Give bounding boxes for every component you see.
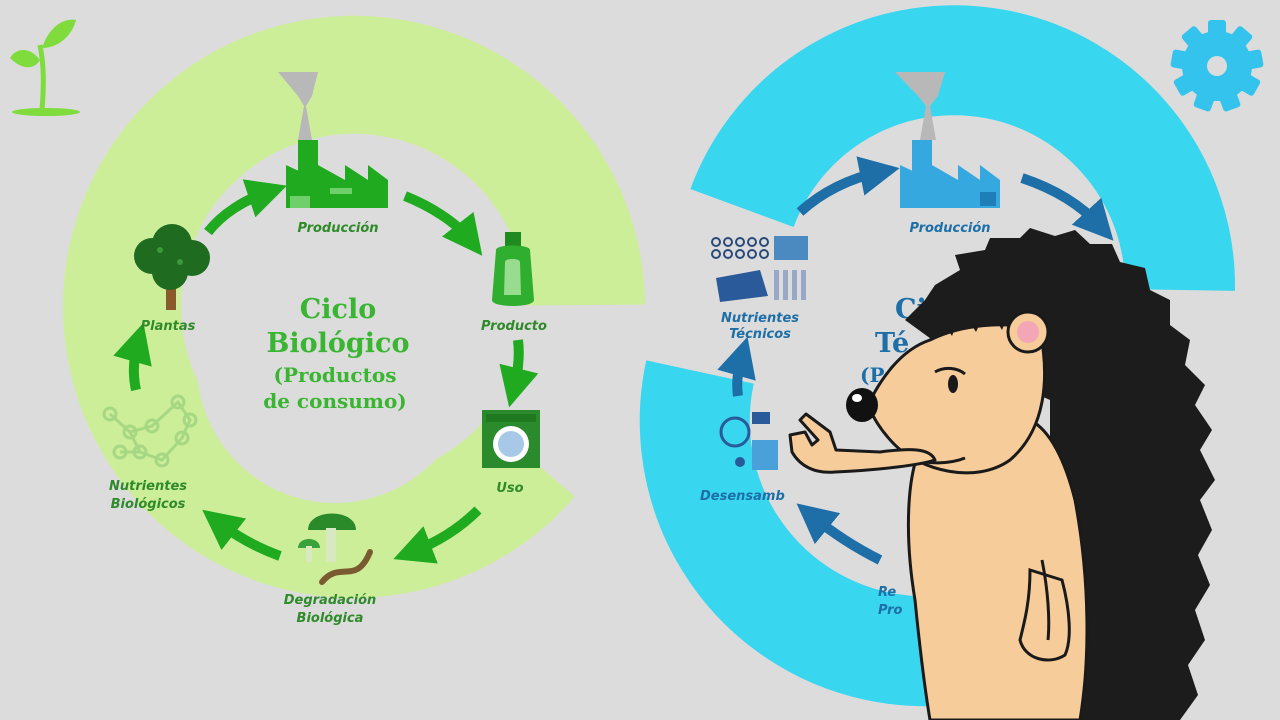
tree-icon <box>134 224 210 310</box>
hedgehog-character <box>788 228 1215 720</box>
label-tech-production: Producción <box>909 221 990 236</box>
bio-title-line1: Ciclo <box>300 294 376 325</box>
technical-materials-icon <box>711 236 808 302</box>
label-bio-use: Uso <box>496 481 523 496</box>
hedgehog-arm <box>788 412 937 474</box>
hedgehog-eye <box>934 366 966 393</box>
label-tech-nutrients: Nutrientes <box>721 311 799 326</box>
label-bio-degradation-2: Biológica <box>297 611 364 626</box>
bio-flow-arrows <box>113 179 539 564</box>
label-bio-product: Producto <box>481 319 547 334</box>
tech-flow-arrows <box>717 156 1114 565</box>
bio-title-line2: Biológico <box>267 328 410 359</box>
hedgehog-ear <box>1006 310 1050 354</box>
bio-ring <box>63 15 645 598</box>
label-bio-production: Producción <box>297 221 378 236</box>
factory-icon <box>900 140 1000 208</box>
sprout-icon[interactable] <box>10 19 80 116</box>
gear-icon[interactable] <box>1170 20 1264 112</box>
mushroom-icon <box>298 513 373 585</box>
tech-ring-top <box>690 5 1236 291</box>
detergent-bottle-icon <box>492 232 534 306</box>
label-bio-nutrients: Nutrientes <box>109 479 187 494</box>
smoke-icon <box>278 72 318 140</box>
label-bio-plants: Plantas <box>141 319 196 334</box>
bio-title-line4: de consumo) <box>263 389 407 413</box>
label-tech-nutrients-2: Técnicos <box>729 327 791 342</box>
label-tech-disassembly: Desensamb <box>700 489 785 504</box>
biological-cycle: Producción Producto Uso Degradación Biol… <box>63 15 645 626</box>
label-tech-return: Re <box>878 585 896 600</box>
smoke-icon <box>895 72 945 140</box>
disassembly-icon <box>719 412 778 470</box>
bio-title-line3: (Productos <box>274 363 397 387</box>
molecule-icon <box>102 394 198 468</box>
washing-machine-icon <box>482 410 540 468</box>
hedgehog-nose <box>846 388 878 422</box>
factory-icon <box>286 140 388 208</box>
label-tech-return-2: Pro <box>878 603 903 618</box>
label-bio-nutrients-2: Biológicos <box>111 497 186 512</box>
label-bio-degradation: Degradación <box>284 593 377 608</box>
hedgehog-hand <box>1018 567 1071 662</box>
